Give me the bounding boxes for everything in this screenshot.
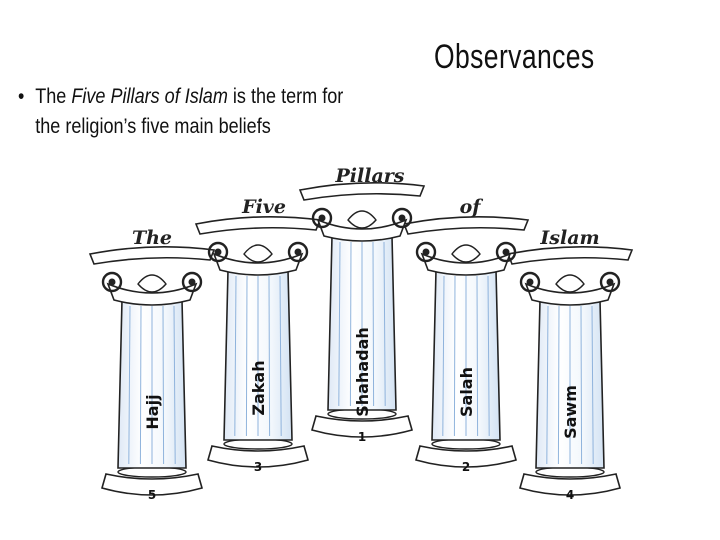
left-volute-center <box>214 248 222 256</box>
left-volute-icon <box>311 207 333 229</box>
acanthus-ornament-icon <box>555 274 585 293</box>
pillar-banner <box>506 246 634 265</box>
bullet-dot-icon: • <box>18 85 25 108</box>
pillar-flute <box>487 275 490 437</box>
bullet-emphasis: Five Pillars of Islam <box>71 85 228 108</box>
right-volute-icon <box>599 271 621 293</box>
pillar-banner <box>298 182 426 201</box>
bullet-text: The Five Pillars of Islam is the term fo… <box>35 82 345 142</box>
slide-title: Observances <box>434 38 595 76</box>
left-volute-center <box>422 248 430 256</box>
right-volute-center <box>188 278 196 286</box>
left-volute-center <box>108 278 116 286</box>
pillar-base <box>101 473 203 496</box>
pillar-flute <box>234 275 237 437</box>
pillar-flute <box>245 275 248 437</box>
pillar-flute <box>580 305 583 465</box>
pillar-flute <box>128 305 131 465</box>
pillar-name: Zakah <box>249 360 268 415</box>
bullet-prefix: The <box>35 85 72 108</box>
left-volute-center <box>318 214 326 222</box>
right-volute-icon <box>287 241 309 263</box>
banner-word: Five <box>241 196 286 218</box>
pillar-number: 4 <box>566 488 574 502</box>
pillar-flute <box>268 275 271 437</box>
right-volute-icon <box>181 271 203 293</box>
pillar-capital <box>106 282 198 306</box>
pillar-flute <box>139 305 142 465</box>
right-volute-icon <box>495 241 517 263</box>
pillar-flute <box>173 305 176 465</box>
left-volute-center <box>526 278 534 286</box>
bullet-item: • The Five Pillars of Islam is the term … <box>18 82 345 142</box>
pillar-base <box>311 415 413 438</box>
pillar-flute <box>162 305 165 465</box>
pillar-flute <box>338 241 341 407</box>
pillar-number: 1 <box>358 430 366 444</box>
left-volute-icon <box>207 241 229 263</box>
pillar-banner <box>194 216 322 235</box>
banner-word: of <box>460 196 484 218</box>
acanthus-ornament-icon <box>347 210 377 229</box>
pillar-flute <box>476 275 479 437</box>
pillar-flute <box>557 305 560 465</box>
right-volute-icon <box>391 207 413 229</box>
pillar-flute <box>453 275 456 437</box>
right-volute-center <box>294 248 302 256</box>
pillar-number: 5 <box>148 488 156 502</box>
right-volute-center <box>606 278 614 286</box>
acanthus-ornament-icon <box>451 244 481 263</box>
pillar-number: 3 <box>254 460 262 474</box>
pillar-flute <box>279 275 282 437</box>
banner-word: Pillars <box>335 165 405 187</box>
pillar-name: Hajj <box>143 394 162 429</box>
banner-word: Islam <box>539 227 599 249</box>
pillar-capital <box>316 218 408 242</box>
pillar-base <box>207 445 309 468</box>
pillar-flute <box>442 275 445 437</box>
right-volute-center <box>502 248 510 256</box>
right-volute-center <box>398 214 406 222</box>
acanthus-ornament-icon <box>243 244 273 263</box>
pillar-banner <box>402 216 530 235</box>
left-volute-icon <box>101 271 123 293</box>
left-volute-icon <box>415 241 437 263</box>
pillar-name: Sawm <box>561 385 580 439</box>
bullet-suffix: is the term for the religion’s five main… <box>35 85 344 138</box>
pillar-capital <box>420 252 512 276</box>
pillar-number: 2 <box>462 460 470 474</box>
pillar-capital <box>524 282 616 306</box>
pillar-base <box>519 473 621 496</box>
left-volute-icon <box>519 271 541 293</box>
pillar-flute <box>591 305 594 465</box>
pillar-base <box>415 445 517 468</box>
pillar-flute <box>546 305 549 465</box>
pillar-name: Salah <box>457 367 476 417</box>
pillar-banner <box>88 246 216 265</box>
pillar-flute <box>349 241 352 407</box>
acanthus-ornament-icon <box>137 274 167 293</box>
pillar-flute <box>383 241 386 407</box>
pillar-capital <box>212 252 304 276</box>
pillar-name: Shahadah <box>353 327 372 417</box>
pillar-flute <box>372 241 375 407</box>
banner-word: The <box>132 227 172 249</box>
